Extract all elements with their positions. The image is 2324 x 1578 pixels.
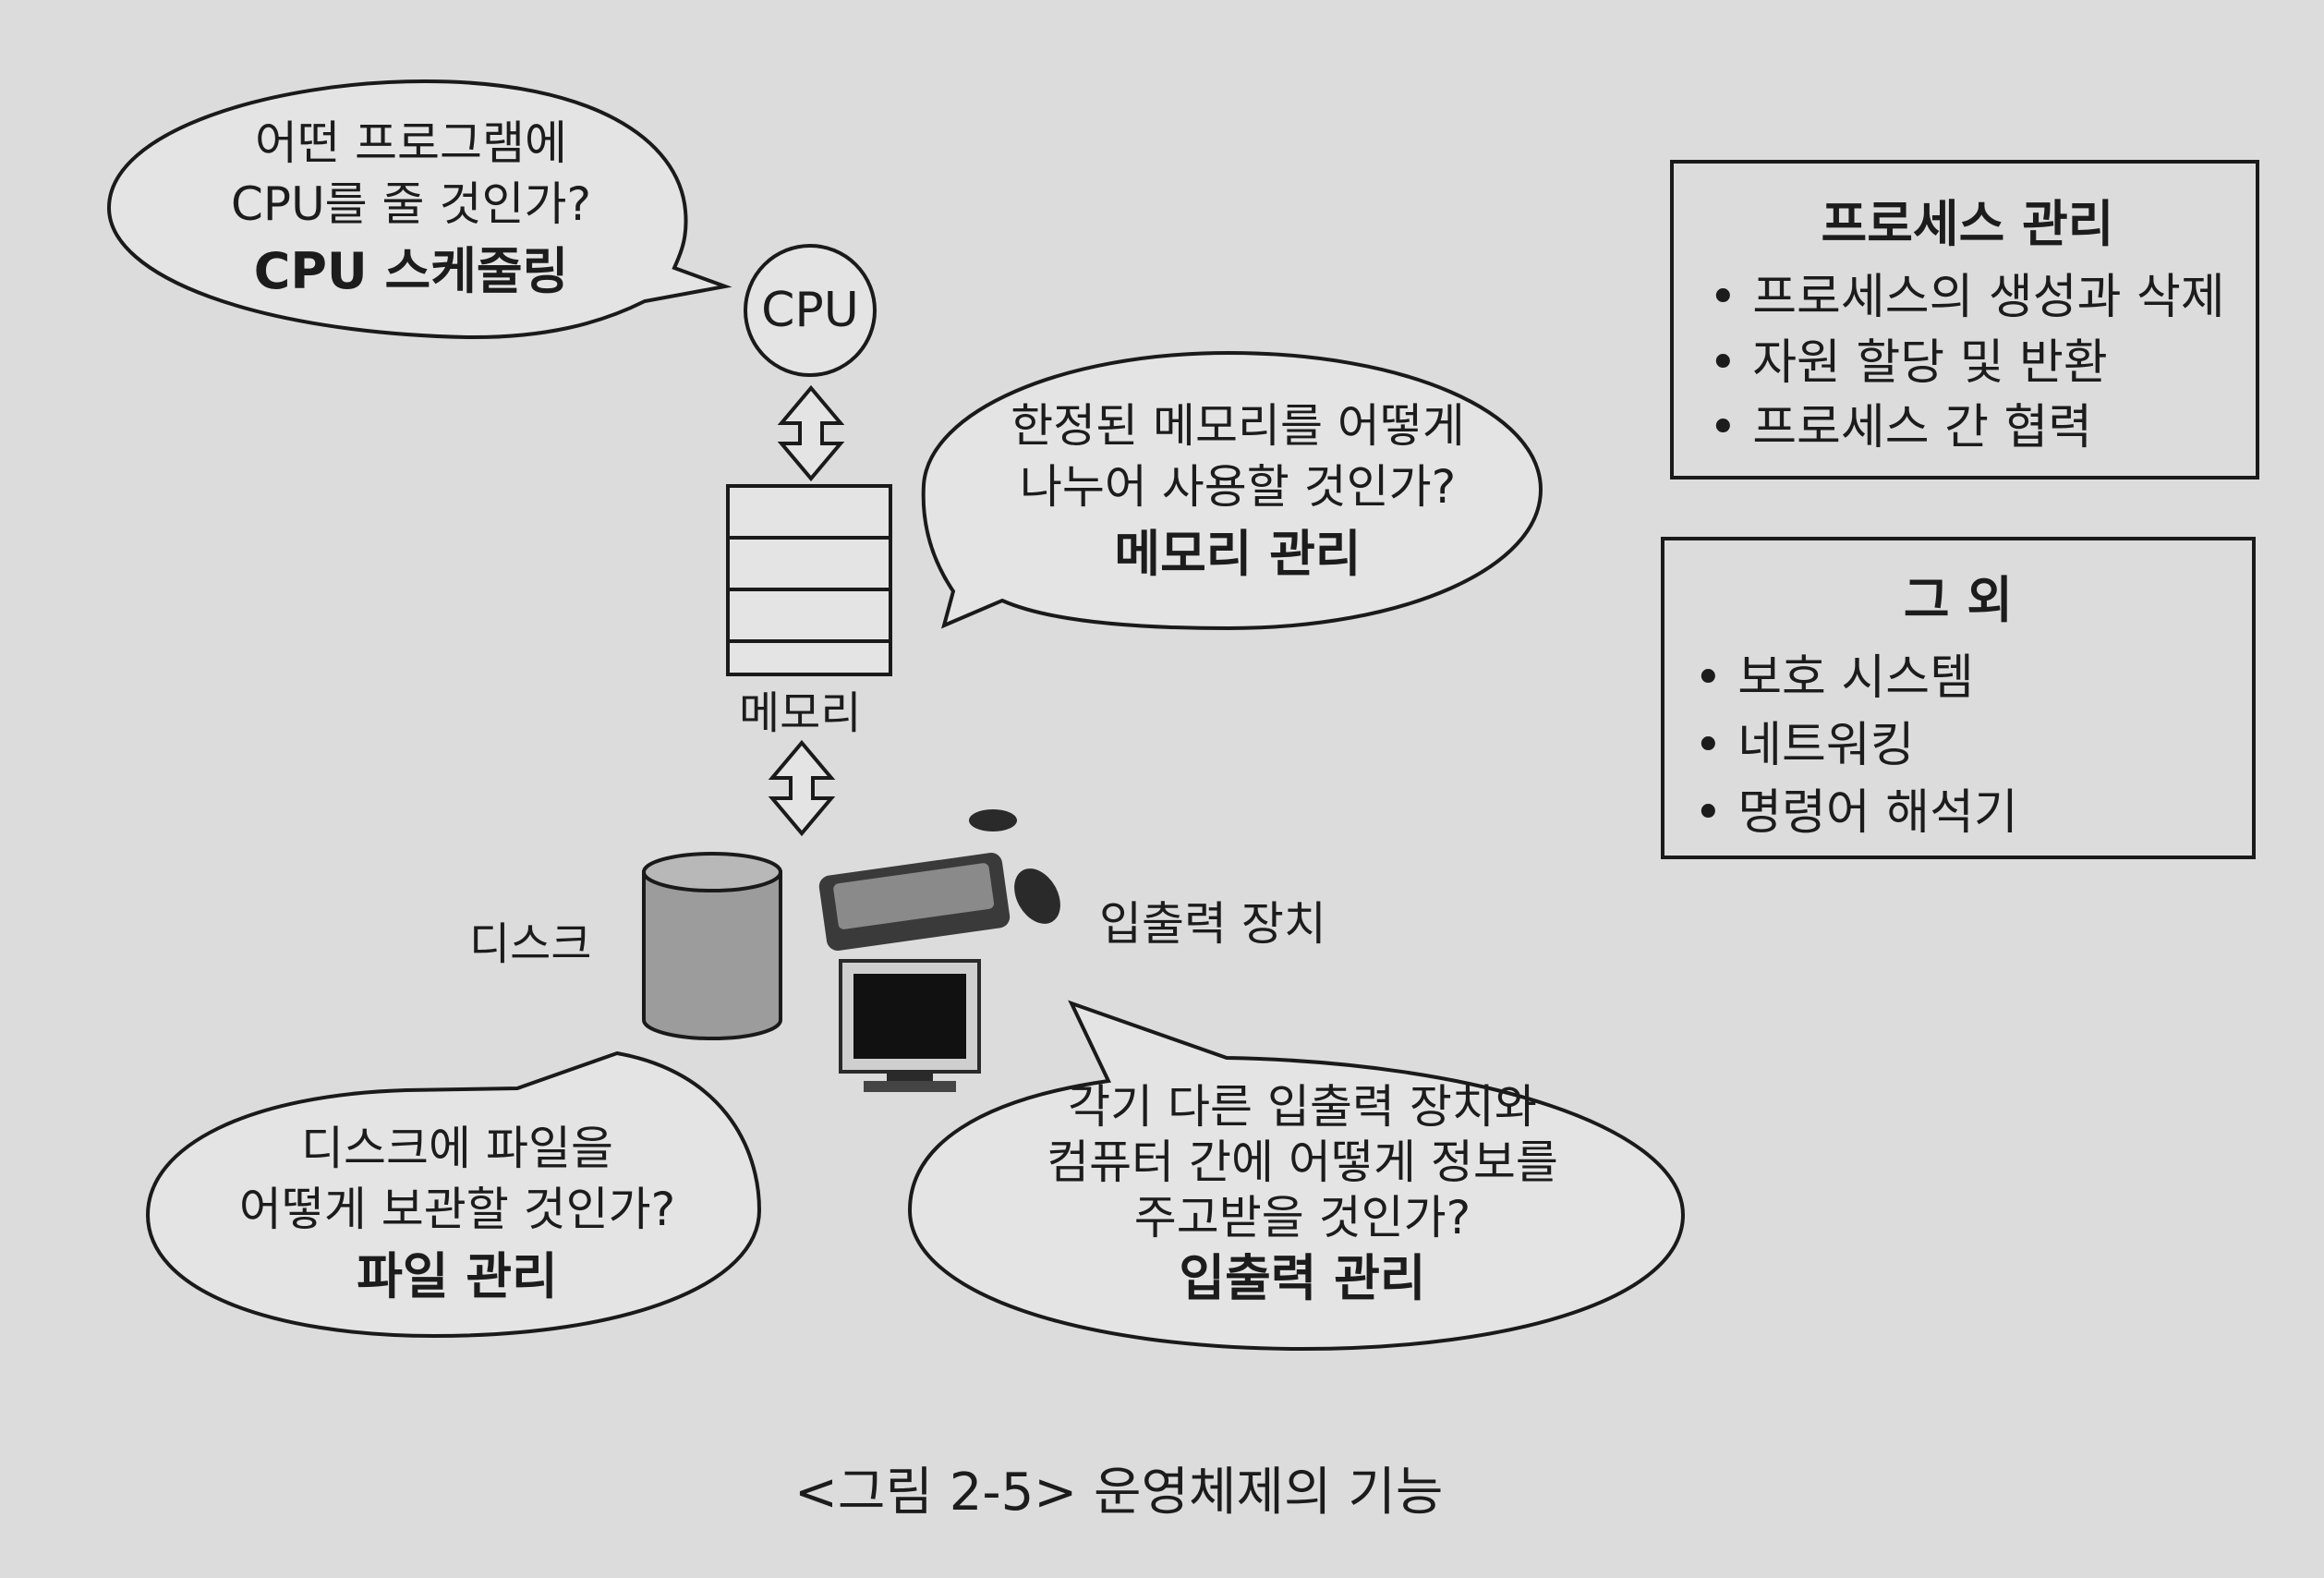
- other-box-title: 그 외: [1903, 571, 2014, 629]
- io-question-line3: 주고받을 것인가?: [1133, 1191, 1471, 1244]
- process-item: 자원 할당 및 반환: [1709, 331, 2245, 396]
- io-question-line1: 각기 다른 입출력 장치와: [1068, 1080, 1537, 1134]
- process-box-list: 프로세스의 생성과 삭제 자원 할당 및 반환 프로세스 간 협력: [1690, 265, 2245, 461]
- file-question-line1: 디스크에 파일을: [301, 1122, 613, 1175]
- io-bubble-text: 각기 다른 입출력 장치와 컴퓨터 간에 어떻게 정보를 주고받을 것인가? 입…: [979, 1079, 1626, 1309]
- cpu-speech-bubble: [106, 79, 732, 340]
- memory-question-line2: 나누어 사용할 것인가?: [1019, 460, 1457, 514]
- other-functions-box: [1661, 537, 2256, 859]
- process-item: 프로세스 간 협력: [1709, 395, 2245, 461]
- io-device-label: 입출력 장치: [1099, 897, 1326, 951]
- cpu-circle: [744, 244, 877, 377]
- io-question-line2: 컴퓨터 간에 어떻게 정보를: [1047, 1135, 1558, 1189]
- cpu-label: CPU: [761, 283, 859, 338]
- memory-bubble-text: 한정된 메모리를 어떻게 나누어 사용할 것인가? 메모리 관리: [961, 395, 1515, 587]
- memory-speech-bubble: [921, 350, 1543, 631]
- memory-label: 메모리: [739, 687, 862, 739]
- file-question-line2: 어떻게 보관할 것인가?: [238, 1183, 676, 1236]
- process-item: 프로세스의 생성과 삭제: [1709, 265, 2245, 331]
- other-item: 네트워킹: [1694, 712, 2235, 780]
- cpu-memory-arrow: [777, 384, 845, 482]
- keyboard-mouse-icon: [818, 809, 1060, 951]
- cpu-question-line1: 어떤 프로그램에: [255, 116, 567, 170]
- memory-management-heading: 메모리 관리: [1114, 525, 1362, 583]
- memory-disk-arrow: [768, 739, 836, 837]
- process-management-box: [1670, 160, 2259, 479]
- cpu-scheduling-heading: CPU 스케줄링: [253, 242, 569, 300]
- io-management-heading: 입출력 관리: [1179, 1249, 1426, 1307]
- figure-caption: <그림 2-5> 운영체제의 기능: [794, 1463, 1444, 1523]
- process-box-title: 프로세스 관리: [1821, 195, 2114, 253]
- disk-cylinder-icon: [642, 852, 782, 1040]
- process-box-content: 프로세스 관리 프로세스의 생성과 삭제 자원 할당 및 반환 프로세스 간 협…: [1690, 183, 2245, 461]
- other-item: 명령어 해석기: [1694, 780, 2235, 847]
- other-box-content: 그 외 보호 시스템 네트워킹 명령어 해석기: [1681, 559, 2235, 846]
- file-speech-bubble: [145, 1050, 762, 1339]
- memory-stack-icon: [726, 484, 892, 676]
- cpu-bubble-text: 어떤 프로그램에 CPU를 줄 것인가? CPU 스케줄링: [171, 113, 651, 304]
- file-bubble-text: 디스크에 파일을 어떻게 보관할 것인가? 파일 관리: [185, 1118, 730, 1309]
- cpu-question-line2: CPU를 줄 것인가?: [231, 177, 591, 231]
- other-box-list: 보호 시스템 네트워킹 명령어 해석기: [1681, 645, 2235, 846]
- disk-label: 디스크: [469, 918, 592, 970]
- other-item: 보호 시스템: [1694, 645, 2235, 712]
- memory-question-line1: 한정된 메모리를 어떻게: [1011, 399, 1465, 453]
- file-management-heading: 파일 관리: [357, 1247, 558, 1305]
- io-speech-bubble: [907, 1000, 1686, 1352]
- monitor-icon: [839, 959, 981, 1092]
